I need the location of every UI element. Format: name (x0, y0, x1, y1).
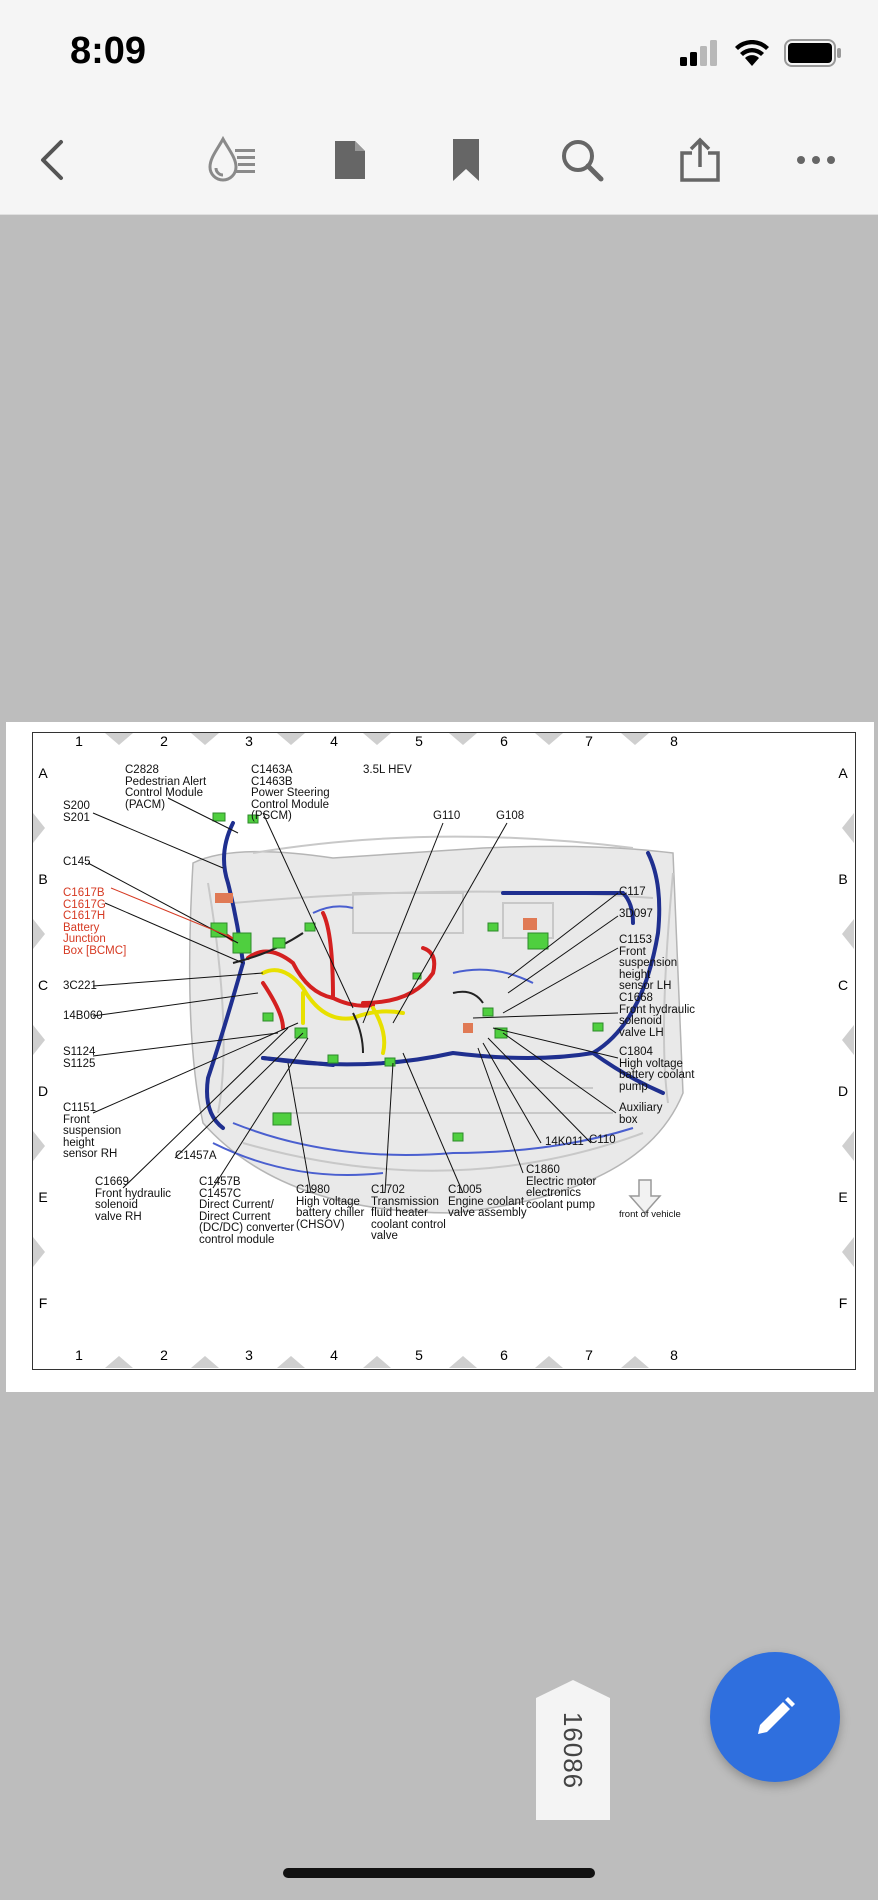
battery-icon (784, 39, 841, 67)
label-c1669: C1669 Front hydraulic solenoid valve RH (95, 1176, 172, 1223)
label-c1860: C1860 Electric motor electronics coolant… (526, 1164, 597, 1211)
front-of-vehicle-label: front of vehicle (619, 1209, 681, 1220)
search-icon (562, 140, 604, 182)
column-number: 1 (75, 733, 83, 749)
column-number: 3 (245, 1347, 253, 1363)
row-letter: F (838, 1295, 848, 1311)
wiring-diagram (33, 733, 854, 1368)
column-number: 6 (500, 1347, 508, 1363)
pdf-page[interactable]: 1 2 3 4 5 6 7 8 1 2 3 4 5 6 7 8 A B C D … (6, 722, 874, 1392)
search-button[interactable] (554, 132, 610, 188)
label-c1980: C1980 High voltage battery chiller (CHSO… (296, 1184, 365, 1231)
column-number: 4 (330, 733, 338, 749)
label-14k011: 14K011 (545, 1136, 584, 1148)
edit-fab-button[interactable] (710, 1652, 840, 1782)
label-c1457a: C1457A (175, 1150, 217, 1162)
label-c1804: C1804 High voltage battery coolant pump (619, 1046, 695, 1093)
label-s1124: S1124 S1125 (63, 1046, 96, 1070)
cellular-signal-icon (680, 40, 717, 66)
status-bar: 8:09 (0, 0, 878, 100)
label-c145: C145 (63, 856, 91, 868)
status-icons (680, 38, 842, 68)
column-number: 5 (415, 1347, 423, 1363)
toolbar (0, 100, 878, 215)
row-letter: C (837, 977, 849, 993)
label-aux: Auxiliary box (619, 1102, 663, 1126)
row-letter: E (838, 1189, 848, 1205)
row-letter: F (38, 1295, 48, 1311)
column-number: 1 (75, 1347, 83, 1363)
label-c1005: C1005 Engine coolant valve assembly (448, 1184, 527, 1219)
label-14b060: 14B060 (63, 1010, 103, 1022)
row-letter: C (37, 977, 49, 993)
column-number: 8 (670, 1347, 678, 1363)
label-c1153: C1153 Front suspension height sensor LH (619, 934, 678, 992)
label-c1151: C1151 Front suspension height sensor RH (63, 1102, 122, 1160)
row-letter: A (838, 765, 848, 781)
label-g110: G110 (433, 810, 461, 822)
row-letter: E (38, 1189, 48, 1205)
column-number: 5 (415, 733, 423, 749)
label-g108: G108 (496, 810, 525, 822)
page-number-tab[interactable]: 16086 (536, 1680, 610, 1820)
column-number: 8 (670, 733, 678, 749)
bookmark-icon (453, 139, 479, 181)
diagram-frame: 1 2 3 4 5 6 7 8 1 2 3 4 5 6 7 8 A B C D … (32, 732, 856, 1370)
wifi-icon (735, 40, 769, 66)
document-icon (335, 141, 365, 179)
pencil-icon (758, 1697, 795, 1734)
column-number: 7 (585, 1347, 593, 1363)
row-letter: B (38, 871, 48, 887)
label-c1457b: C1457B C1457C Direct Current/ Direct Cur… (199, 1176, 295, 1246)
back-button[interactable] (24, 132, 80, 188)
reading-mode-button[interactable] (204, 132, 260, 188)
row-letter: B (838, 871, 848, 887)
drop-lines-icon (208, 136, 255, 182)
share-icon (680, 137, 720, 182)
row-letter: A (38, 765, 48, 781)
label-c1668: C1668 Front hydraulic solenoid valve LH (619, 992, 696, 1039)
column-number: 3 (245, 733, 253, 749)
diagram-title: 3.5L HEV (363, 764, 412, 776)
label-c117: C117 (619, 886, 646, 898)
more-button[interactable] (788, 132, 844, 188)
page-tab-shape (536, 1680, 610, 1820)
column-number: 2 (160, 733, 168, 749)
label-c1617: C1617B C1617G C1617H Battery Junction Bo… (63, 887, 127, 957)
home-indicator[interactable] (283, 1868, 595, 1878)
label-3d097: 3D097 (619, 908, 653, 920)
column-number: 6 (500, 733, 508, 749)
document-button[interactable] (322, 132, 378, 188)
column-number: 4 (330, 1347, 338, 1363)
row-letter: D (37, 1083, 49, 1099)
label-c2828: C2828 Pedestrian Alert Control Module (P… (125, 764, 207, 811)
row-letter: D (837, 1083, 849, 1099)
bookmark-button[interactable] (438, 132, 494, 188)
page-number-label: 16086 (558, 1711, 589, 1789)
label-c110: C110 (589, 1134, 616, 1146)
chevron-left-icon (41, 140, 63, 180)
share-button[interactable] (672, 132, 728, 188)
more-icon (797, 156, 835, 164)
column-number: 2 (160, 1347, 168, 1363)
column-number: 7 (585, 733, 593, 749)
label-s200: S200 S201 (63, 800, 90, 824)
label-c1702: C1702 Transmission fluid heater coolant … (371, 1184, 446, 1242)
label-3c221: 3C221 (63, 980, 97, 992)
label-c1463: C1463A C1463B Power Steering Control Mod… (251, 764, 330, 822)
status-time: 8:09 (70, 30, 147, 72)
